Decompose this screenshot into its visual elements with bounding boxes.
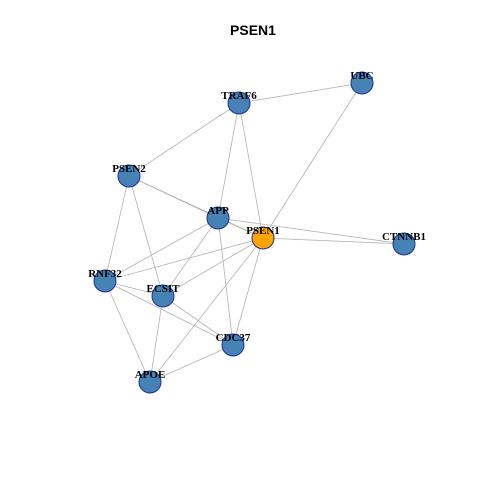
node-label-psen1: PSEN1 [246,225,280,237]
edge-app-ctnnb1 [217,217,405,245]
edge-traf6-psen1 [238,102,264,239]
edge-psen1-rnf32 [104,237,264,282]
edge-app-cdc37 [217,217,234,346]
edge-app-rnf32 [104,217,219,282]
edge-psen1-apoe [149,237,264,383]
node-circle-psen1[interactable] [251,226,275,250]
edge-psen2-ecsit [128,175,164,297]
node-label-ubc: UBC [350,70,373,82]
edge-traf6-app [217,102,240,219]
node-label-apoe: APOE [135,369,166,381]
diagram-title: PSEN1 [230,22,276,38]
node-app[interactable]: APP [206,205,230,230]
node-circle-ubc[interactable] [350,71,374,95]
node-label-ecsit: ECSIT [146,283,180,295]
edge-psen1-ctnnb1 [262,237,405,245]
edges-layer [104,82,405,383]
edge-traf6-psen2 [128,102,240,177]
edge-traf6-ubc [238,82,363,104]
node-label-cdc37: CDC37 [216,332,251,344]
edge-rnf32-apoe [104,280,151,383]
node-circle-ecsit[interactable] [151,284,175,308]
node-label-psen2: PSEN2 [112,163,146,175]
node-circle-rnf32[interactable] [93,269,117,293]
edge-rnf32-cdc37 [104,280,234,346]
edge-psen1-cdc37 [232,237,264,346]
node-traf6[interactable]: TRAF6 [221,90,257,115]
node-label-app: APP [207,205,229,217]
node-label-traf6: TRAF6 [221,90,257,102]
edge-psen2-rnf32 [104,175,130,282]
node-ubc[interactable]: UBC [350,70,374,95]
node-rnf32[interactable]: RNF32 [88,268,122,293]
edge-psen1-ecsit [162,237,264,297]
node-ctnnb1[interactable]: CTNNB1 [382,231,426,256]
node-apoe[interactable]: APOE [135,369,166,394]
node-circle-cdc37[interactable] [221,333,245,357]
node-label-rnf32: RNF32 [88,268,122,280]
edge-cdc37-apoe [149,344,234,383]
node-cdc37[interactable]: CDC37 [216,332,251,357]
node-label-ctnnb1: CTNNB1 [382,231,426,243]
edge-ubc-psen1 [262,82,363,239]
edge-app-ecsit [162,217,219,297]
node-ecsit[interactable]: ECSIT [146,283,180,308]
node-psen2[interactable]: PSEN2 [112,163,146,188]
node-circle-traf6[interactable] [227,91,251,115]
edge-ecsit-apoe [149,295,164,383]
node-circle-app[interactable] [206,206,230,230]
node-circle-ctnnb1[interactable] [392,232,416,256]
edge-ecsit-cdc37 [162,295,234,346]
node-circle-apoe[interactable] [138,370,162,394]
node-circle-psen2[interactable] [117,164,141,188]
node-psen1[interactable]: PSEN1 [246,225,280,250]
